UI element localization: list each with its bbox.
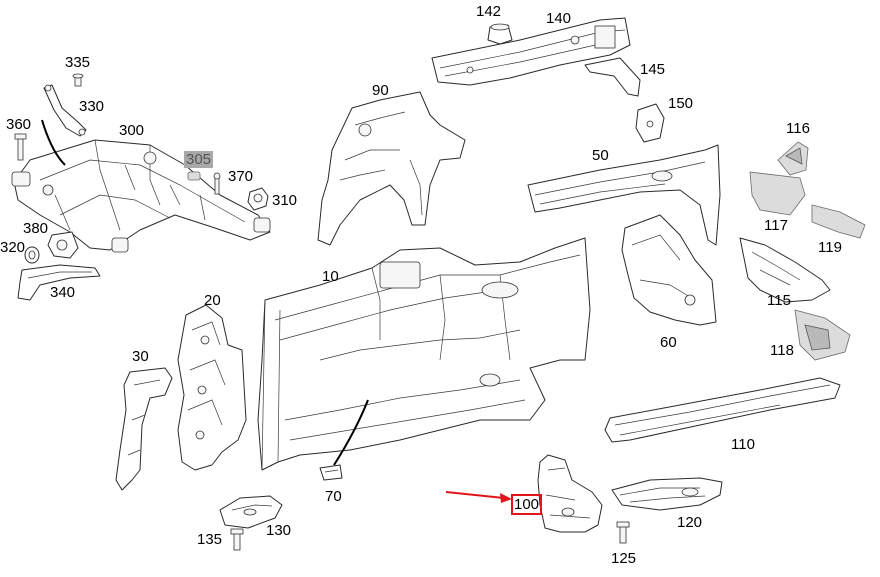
callout-340[interactable]: 340 — [50, 284, 76, 301]
callout-360[interactable]: 360 — [6, 116, 32, 133]
callout-145[interactable]: 145 — [640, 61, 666, 78]
callout-300[interactable]: 300 — [119, 122, 145, 139]
part-305-grey[interactable] — [187, 171, 201, 181]
part-300-subframe[interactable] — [11, 139, 271, 253]
part-310-nut[interactable] — [247, 187, 269, 211]
callout-10[interactable]: 10 — [322, 268, 339, 285]
part-135-bolt[interactable] — [230, 528, 244, 551]
callout-119[interactable]: 119 — [818, 239, 842, 256]
part-360-bolt[interactable] — [14, 133, 27, 161]
part-335-bolt[interactable] — [72, 73, 84, 87]
callout-60[interactable]: 60 — [660, 334, 677, 351]
callout-305[interactable]: 305 — [184, 151, 214, 168]
part-125-bolt[interactable] — [616, 521, 630, 544]
part-150-bracket[interactable] — [635, 103, 665, 143]
callout-142[interactable]: 142 — [476, 3, 502, 20]
part-116-bracket[interactable] — [777, 141, 809, 176]
callout-90[interactable]: 90 — [372, 82, 389, 99]
part-118-bracket[interactable] — [794, 309, 851, 361]
part-100-bracket[interactable] — [537, 454, 603, 533]
part-145-brace[interactable] — [584, 57, 641, 97]
part-117-panel[interactable] — [749, 171, 806, 216]
callout-118[interactable]: 118 — [770, 342, 794, 359]
part-370-bolt[interactable] — [213, 172, 221, 195]
part-119-panel[interactable] — [811, 204, 866, 239]
callout-320[interactable]: 320 — [0, 239, 26, 256]
callout-70[interactable]: 70 — [325, 488, 342, 505]
callout-330[interactable]: 330 — [79, 98, 105, 115]
highlight-arrow — [445, 491, 512, 503]
part-320-mount[interactable] — [24, 246, 40, 264]
callout-310[interactable]: 310 — [272, 192, 298, 209]
callout-117[interactable]: 117 — [764, 217, 788, 234]
callout-50[interactable]: 50 — [592, 147, 609, 164]
callout-140[interactable]: 140 — [546, 10, 572, 27]
callout-370[interactable]: 370 — [228, 168, 254, 185]
part-110-rail[interactable] — [604, 377, 841, 443]
callout-100-highlighted[interactable]: 100 — [511, 494, 543, 515]
callout-116[interactable]: 116 — [786, 120, 810, 137]
callout-150[interactable]: 150 — [668, 95, 694, 112]
part-130-plate[interactable] — [219, 495, 283, 529]
part-60-apron[interactable] — [621, 214, 717, 326]
part-90-wheelhouse[interactable] — [317, 91, 466, 246]
part-30-panel[interactable] — [115, 367, 173, 491]
callout-20[interactable]: 20 — [204, 292, 221, 309]
callout-30[interactable]: 30 — [132, 348, 149, 365]
part-330-arm[interactable] — [43, 84, 87, 137]
part-142-bump-stop[interactable] — [487, 23, 513, 45]
part-50-rail[interactable] — [527, 144, 721, 246]
part-140-cross-member[interactable] — [431, 17, 631, 86]
callout-115[interactable]: 115 — [767, 292, 791, 309]
callout-125[interactable]: 125 — [611, 550, 637, 567]
callout-130[interactable]: 130 — [266, 522, 292, 539]
callout-380[interactable]: 380 — [23, 220, 49, 237]
callout-120[interactable]: 120 — [677, 514, 703, 531]
part-380-bushing[interactable] — [47, 231, 79, 259]
part-120-bracket[interactable] — [611, 477, 723, 511]
callout-335[interactable]: 335 — [65, 54, 91, 71]
part-20-pillar[interactable] — [177, 304, 247, 471]
callout-135[interactable]: 135 — [197, 531, 223, 548]
part-10-front-structure[interactable] — [257, 237, 591, 471]
part-340-bracket[interactable] — [17, 264, 101, 301]
callout-110[interactable]: 110 — [731, 436, 755, 453]
part-115-bracket[interactable] — [739, 237, 831, 303]
part-70-clip[interactable] — [319, 464, 343, 481]
